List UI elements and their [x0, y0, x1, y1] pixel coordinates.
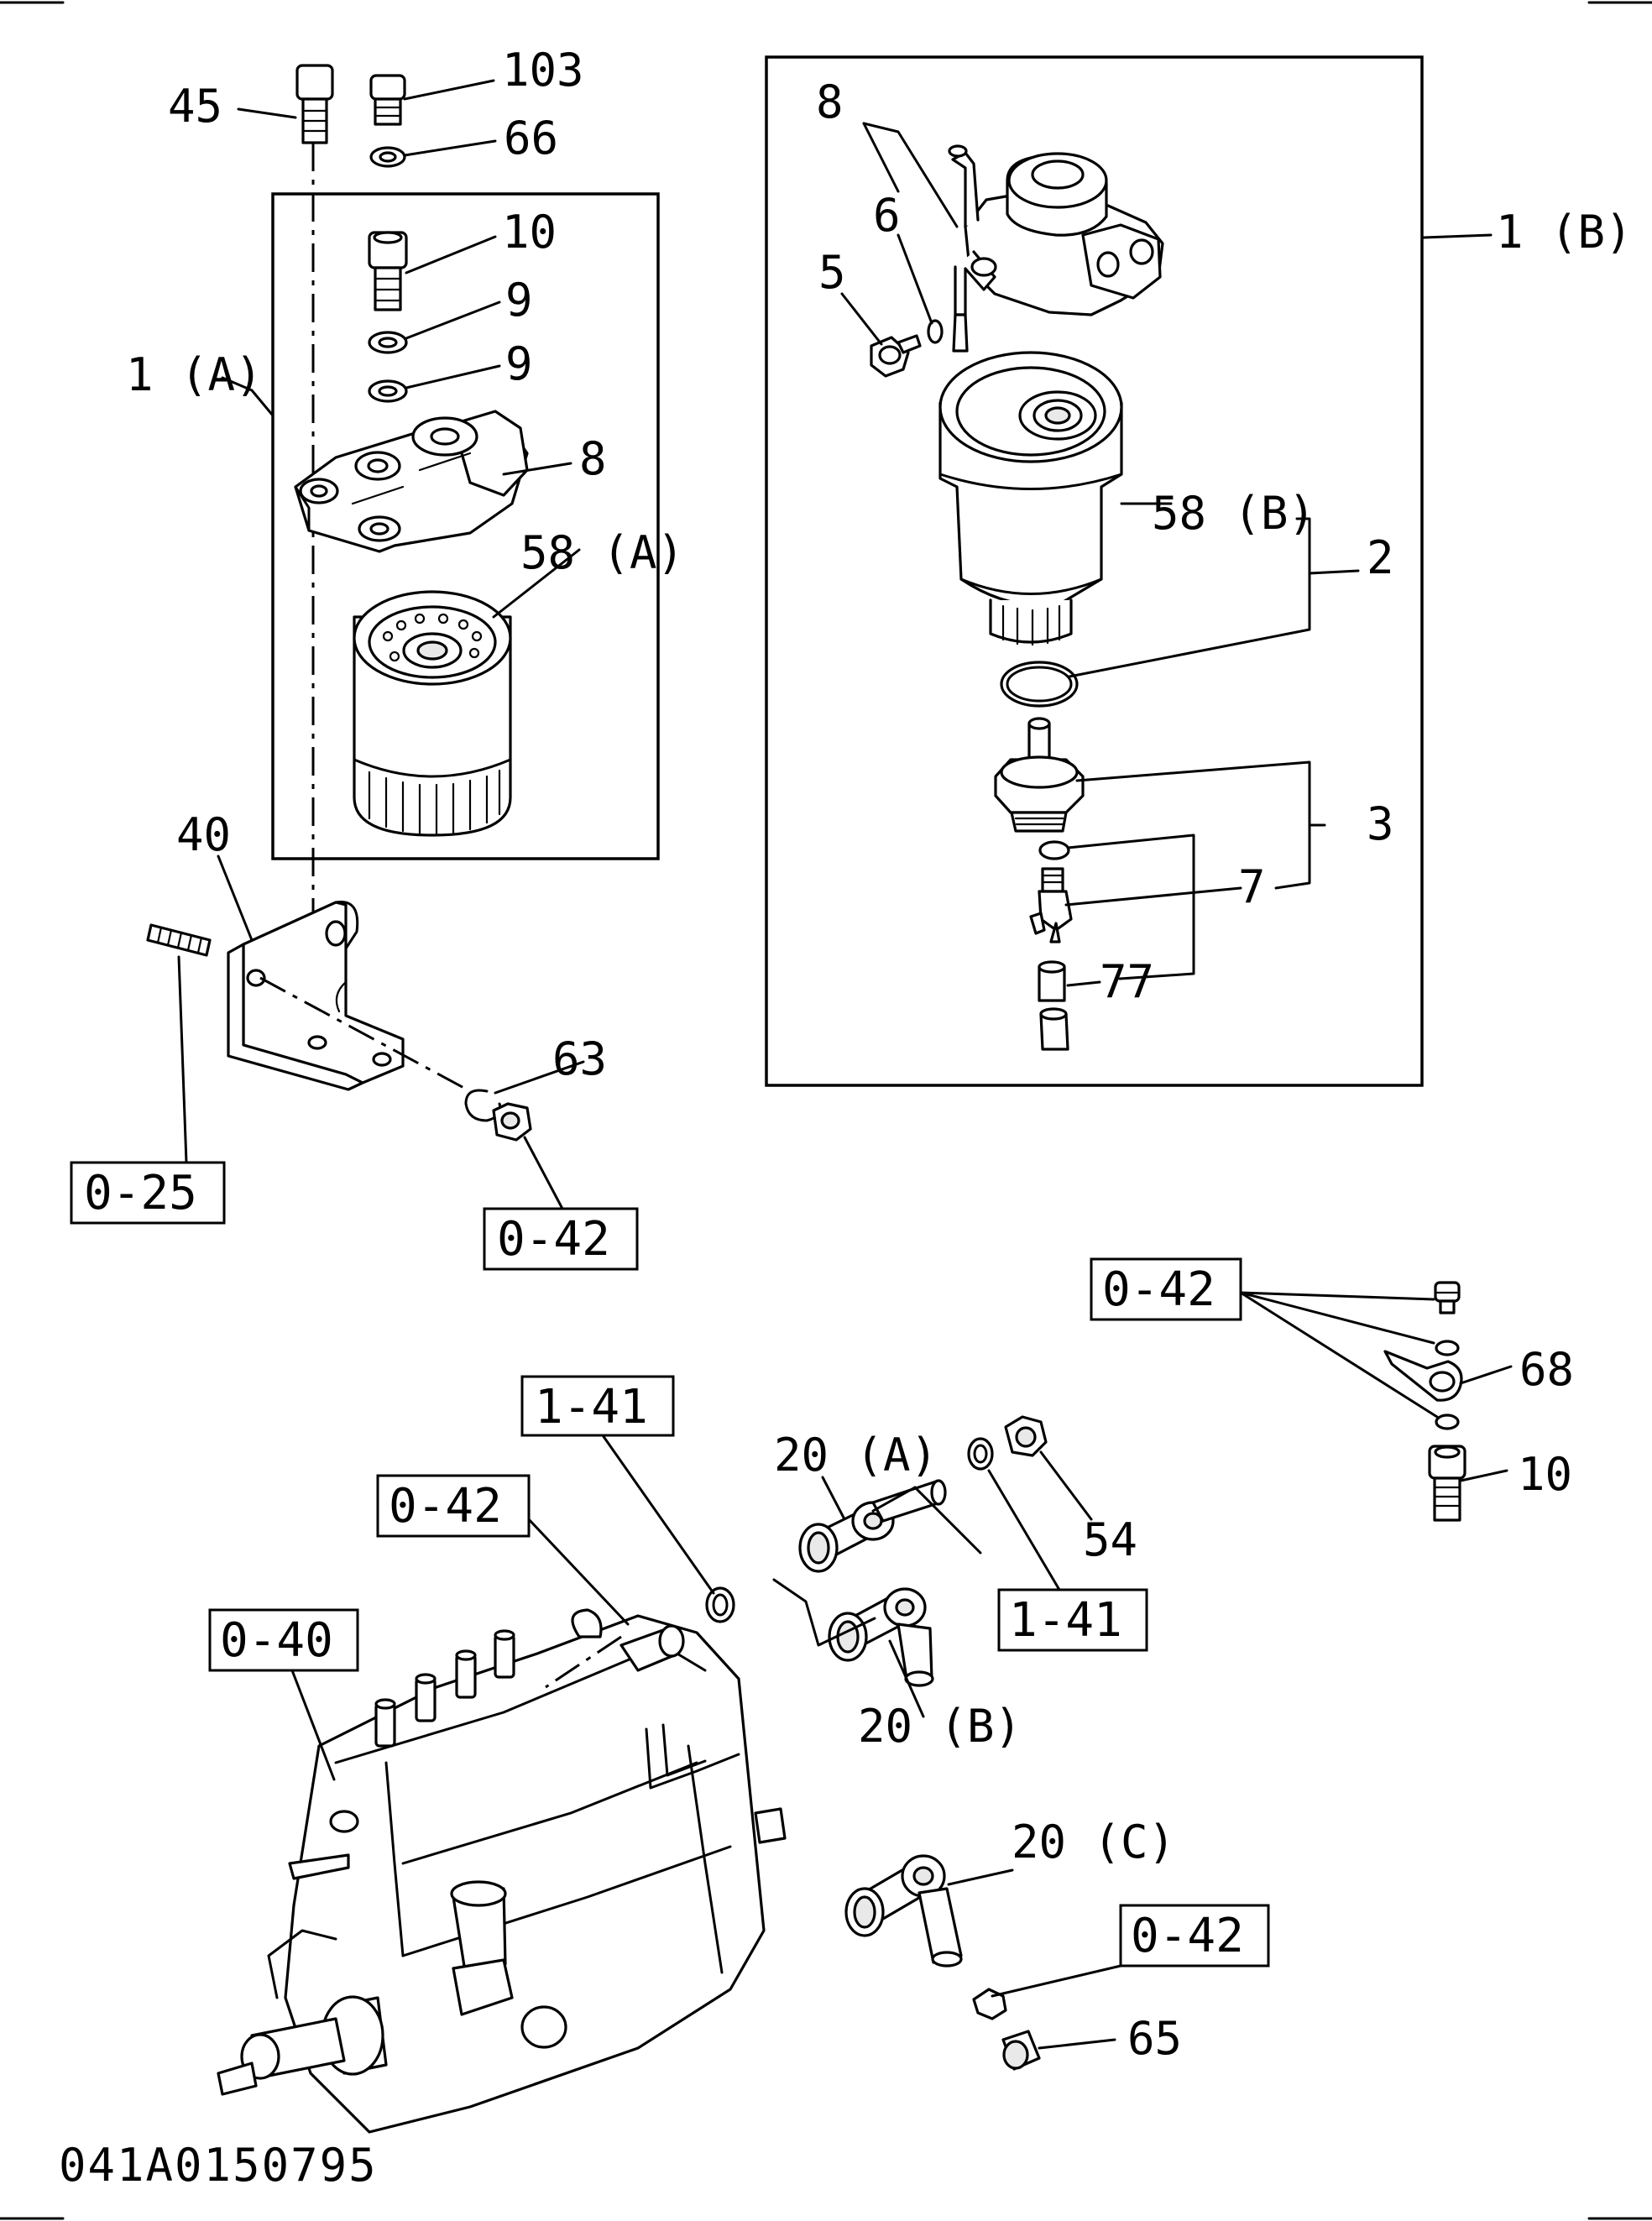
callout-1b: 1 (B): [1496, 206, 1633, 259]
callout-40: 40: [176, 808, 231, 861]
callout-68: 68: [1519, 1343, 1574, 1396]
callout-8-right: 8: [816, 76, 844, 128]
ref-1-41-right: 1-41: [1009, 1593, 1122, 1648]
drawing-code: 041A0150795: [59, 2139, 378, 2192]
drain-valve-part: [1029, 867, 1073, 943]
callout-10-upper: 10: [502, 206, 557, 259]
ref-1-41-top: 1-41: [535, 1380, 648, 1435]
ref-0-25: 0-25: [84, 1166, 197, 1220]
o-ring-7-part: [1038, 840, 1070, 860]
callout-20a: 20 (A): [774, 1429, 938, 1482]
reference-boxes: 0-25 0-42 0-42 1-41 0-42 0-40 1-41 0-42: [70, 1161, 1270, 1968]
callout-65: 65: [1127, 2012, 1182, 2065]
ref-box-0-42-bracket: [483, 1207, 639, 1271]
fitting-20a-part: [798, 1479, 947, 1573]
ref-0-42-right: 0-42: [1102, 1262, 1215, 1317]
ref-0-42-bracket: 0-42: [497, 1212, 610, 1267]
fitting-20b-part: [828, 1587, 934, 1687]
o-ring-6-part: [927, 319, 944, 344]
o-ring-2-part: [1000, 661, 1079, 708]
callout-103: 103: [502, 44, 584, 97]
bolt-103-part: [369, 74, 406, 126]
filter-cartridge-58b-part: [938, 351, 1123, 646]
callout-7: 7: [1238, 860, 1266, 913]
filter-assembly-b-box: [765, 55, 1424, 1087]
nipple-part: [972, 1988, 1007, 2020]
callout-20c: 20 (C): [1012, 1816, 1175, 1868]
ref-0-40: 0-40: [220, 1613, 333, 1668]
callout-63: 63: [552, 1032, 607, 1085]
callout-5: 5: [818, 246, 846, 299]
callout-20b: 20 (B): [858, 1700, 1022, 1753]
ref-box-1-41-top: [520, 1375, 675, 1437]
ref-box-0-40: [208, 1608, 359, 1672]
injection-pump-part: [217, 1608, 787, 2134]
callout-58b: 58 (B): [1152, 487, 1315, 540]
filter-head-8-left-part: [294, 410, 529, 553]
stud-part: [146, 923, 212, 957]
filter-assembly-a-box: [271, 192, 660, 860]
callout-6: 6: [873, 189, 901, 242]
bolt-45-part: [295, 64, 334, 144]
callout-45: 45: [168, 80, 222, 133]
leader-lines: [177, 79, 1513, 2050]
ref-0-42-pump: 0-42: [389, 1479, 502, 1534]
drain-plug-3-part: [994, 717, 1085, 833]
sleeve-65-part: [1001, 2030, 1041, 2071]
callout-10-lower: 10: [1518, 1448, 1572, 1501]
drain-hose-77-part: [1038, 960, 1069, 1051]
callout-54: 54: [1083, 1513, 1137, 1566]
ref-box-1-41-right: [997, 1588, 1148, 1652]
bolt-5-part: [870, 334, 922, 378]
ref-0-42-bottom: 0-42: [1131, 1909, 1244, 1963]
callout-labels: 45 103 66 10 9 9 1 (A) 8 58 (A) 40 63 8 …: [126, 44, 1633, 2065]
ref-box-0-42-pump: [376, 1474, 531, 1538]
callout-3: 3: [1367, 797, 1394, 850]
callout-2: 2: [1367, 531, 1394, 584]
filter-cartridge-58a-part: [353, 590, 512, 837]
callout-77: 77: [1100, 955, 1154, 1008]
plug-54-part: [1004, 1415, 1048, 1457]
banjo-bolt-10-upper-part: [368, 231, 408, 311]
filter-head-8-right-part: [948, 144, 1164, 353]
nut-part: [492, 1102, 532, 1142]
gasket-right-part: [967, 1437, 994, 1471]
callout-1a: 1 (A): [126, 348, 263, 401]
ref-box-0-42-bottom: [1119, 1904, 1270, 1968]
callout-66: 66: [504, 112, 558, 165]
callout-9-b: 9: [505, 337, 533, 390]
banjo-bolt-68-set-part: [1383, 1281, 1466, 1522]
gasket-left-part: [705, 1586, 735, 1623]
bracket-40-part: [227, 900, 405, 1091]
fitting-20c-part: [844, 1854, 963, 1968]
callout-9-a: 9: [505, 274, 533, 327]
callout-8-left: 8: [579, 432, 607, 485]
callout-58a: 58 (A): [520, 526, 684, 579]
ref-box-0-25: [70, 1161, 226, 1225]
ref-box-0-42-right: [1090, 1257, 1242, 1321]
